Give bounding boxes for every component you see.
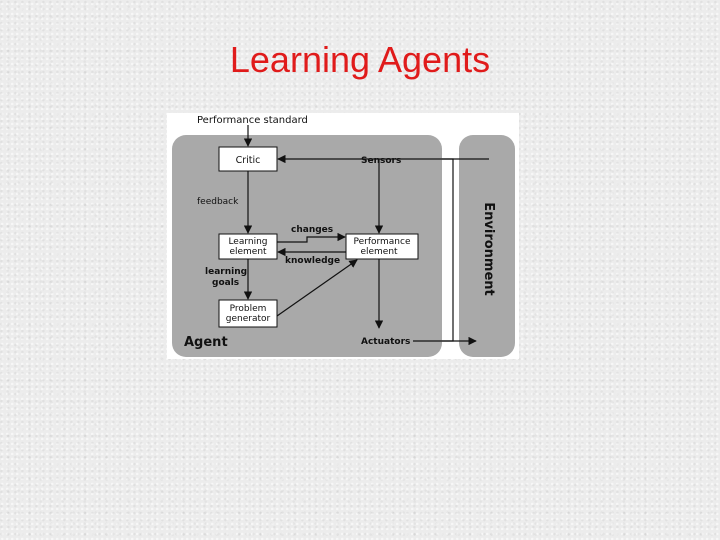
changes-label: changes — [291, 225, 333, 235]
environment-panel — [459, 135, 515, 357]
learning-element-box — [218, 233, 278, 260]
learning-agent-diagram: Performance standard Critic Sensors feed… — [167, 113, 519, 359]
problem-generator-label-line1: Problem — [230, 304, 267, 314]
performance-element-label-line1: Performance — [353, 237, 410, 247]
problem-generator-label-line2: generator — [226, 314, 271, 324]
performance-standard-label: Performance standard — [197, 115, 308, 126]
performance-element-box — [345, 233, 419, 260]
critic-label: Critic — [236, 155, 261, 166]
sensors-label: Sensors — [361, 156, 401, 166]
slide-title: Learning Agents — [229, 39, 491, 80]
critic-box — [218, 146, 278, 172]
feedback-label: feedback — [197, 197, 239, 207]
environment-bracket — [442, 158, 454, 342]
problem-generator-box — [218, 299, 278, 328]
learning-element-label-line1: Learning — [228, 237, 267, 247]
environment-label: Environment — [481, 202, 496, 296]
actuators-label: Actuators — [361, 337, 410, 347]
performance-element-label-line2: element — [360, 247, 398, 257]
agent-label: Agent — [184, 335, 228, 350]
learning-goals-label-line1: learning — [205, 267, 247, 277]
problem-to-performance-arrow — [276, 259, 358, 317]
learning-element-label-line2: element — [229, 247, 267, 257]
learning-goals-label-line2: goals — [212, 278, 239, 288]
changes-arrow — [277, 232, 346, 243]
knowledge-label: knowledge — [285, 256, 340, 266]
